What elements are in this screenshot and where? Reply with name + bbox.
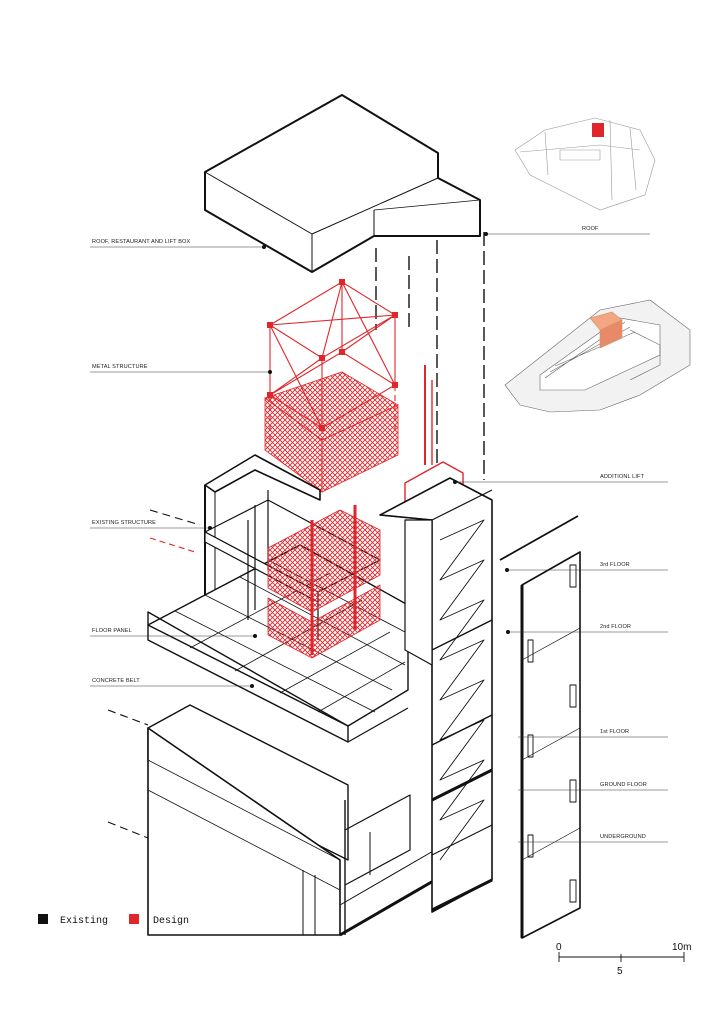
site-axonometric xyxy=(504,299,691,413)
side-dashes xyxy=(107,509,201,839)
label-second-floor: 2nd FLOOR xyxy=(600,624,631,630)
scale-label-end: 10m xyxy=(672,942,691,953)
scale-bar xyxy=(558,952,685,962)
leaders-right xyxy=(455,233,668,843)
label-metal-structure: METAL STRUCTURE xyxy=(92,364,148,370)
lower-dashes-red xyxy=(149,537,196,553)
label-roof: ROOF xyxy=(582,226,599,232)
leader-dots-left xyxy=(208,245,272,688)
lift-tower xyxy=(379,461,493,913)
legend-swatch-existing xyxy=(38,914,48,924)
mesh-screen-lower xyxy=(267,505,381,659)
label-additional-lift: ADDITIONL LIFT xyxy=(600,474,645,480)
label-existing-structure: EXISTING STRUCTURE xyxy=(92,520,156,526)
existing-building xyxy=(147,454,436,937)
label-third-floor: 3rd FLOOR xyxy=(600,562,630,568)
leader-dots-right xyxy=(453,232,510,634)
site-key-plan xyxy=(514,117,656,211)
legend-label-design: Design xyxy=(153,915,189,927)
scale-label-mid: 5 xyxy=(617,966,623,977)
label-ground-floor: GROUND FLOOR xyxy=(600,782,647,788)
label-roof-restaurant: ROOF, RESTAURANT AND LIFT BOX xyxy=(92,239,190,245)
label-first-floor: 1st FLOOR xyxy=(600,729,629,735)
label-floor-panel: FLOOR PANEL xyxy=(92,628,132,634)
facade-wall xyxy=(499,515,581,939)
leaders-left xyxy=(90,246,270,687)
mesh-screen-upper xyxy=(264,371,399,493)
legend-swatch-design xyxy=(129,914,139,924)
legend-label-existing: Existing xyxy=(60,915,108,927)
scale-label-start: 0 xyxy=(556,942,562,953)
label-concrete-belt: CONCRETE BELT xyxy=(92,678,140,684)
legend: Existing Design xyxy=(38,914,189,927)
roof-block xyxy=(204,94,481,273)
label-underground: UNDERGROUND xyxy=(600,834,646,840)
